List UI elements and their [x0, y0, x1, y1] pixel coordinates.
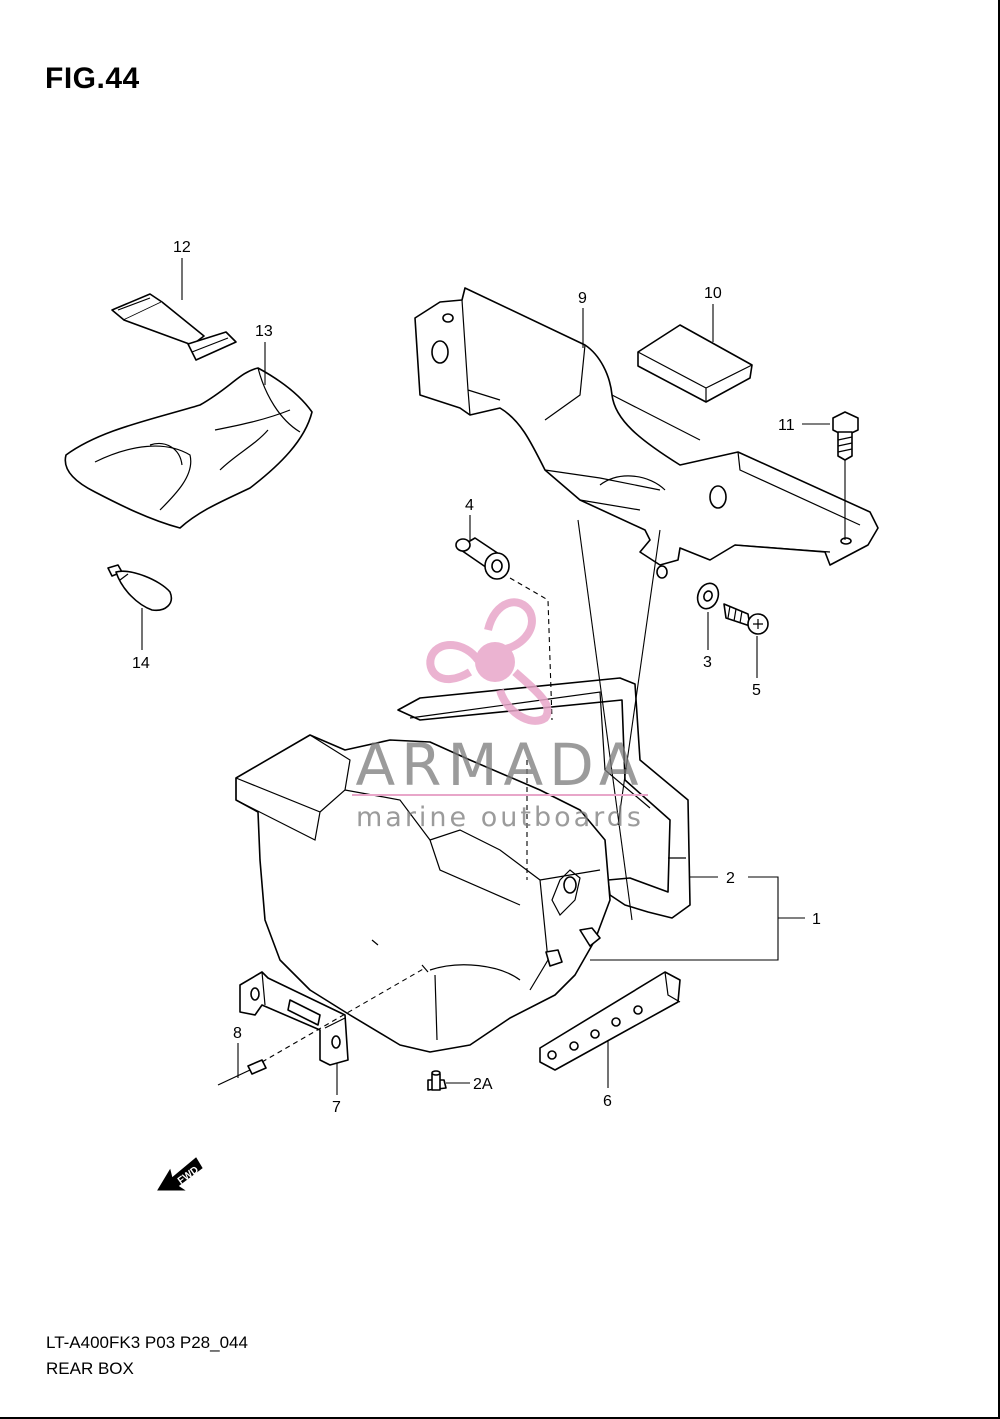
part-box [235, 734, 611, 1053]
assembly-line-bracket [577, 519, 633, 921]
part-collar [455, 537, 510, 580]
callout-11: 11 [778, 417, 795, 434]
callout-2: 2 [726, 870, 735, 887]
fwd-arrow-icon: FWD [157, 1157, 203, 1191]
assembly-line-rivet [261, 967, 426, 1063]
part-clip [107, 564, 172, 612]
watermark-tagline: marine outboards [356, 802, 644, 833]
watermark: ARMADA marine outboards [352, 598, 648, 833]
part-bolt-2a [427, 1070, 447, 1091]
part-small-bracket [239, 971, 349, 1066]
part-washer [696, 582, 720, 610]
callout-10: 10 [704, 285, 722, 302]
callout-9: 9 [578, 290, 587, 307]
figure-title: FIG.44 [45, 62, 140, 95]
model-code: LT-A400FK3 P03 P28_044 [46, 1333, 248, 1352]
callout-3: 3 [703, 654, 712, 671]
leader-lines [141, 258, 846, 1095]
callout-5: 5 [752, 682, 761, 699]
part-rivet [217, 1059, 267, 1086]
callout-6: 6 [603, 1093, 612, 1110]
part-bolt-11 [832, 411, 859, 461]
part-screw-5 [723, 603, 769, 635]
callout-7: 7 [332, 1099, 341, 1116]
callout-14: 14 [132, 655, 150, 672]
assembly-line-bracket-2 [617, 529, 661, 826]
part-bracket [414, 287, 879, 579]
callout-2a: 2A [473, 1076, 493, 1093]
part-cover [64, 367, 313, 529]
part-pad [637, 324, 753, 403]
section-name: REAR BOX [46, 1359, 134, 1378]
callout-4: 4 [465, 497, 474, 514]
part-strap [111, 293, 237, 361]
callout-12: 12 [173, 239, 191, 256]
watermark-brand: ARMADA [355, 731, 644, 799]
callout-13: 13 [255, 323, 273, 340]
armada-logo-icon [426, 598, 552, 725]
callout-8: 8 [233, 1025, 242, 1042]
callout-1: 1 [812, 911, 821, 928]
part-stay [539, 971, 681, 1071]
